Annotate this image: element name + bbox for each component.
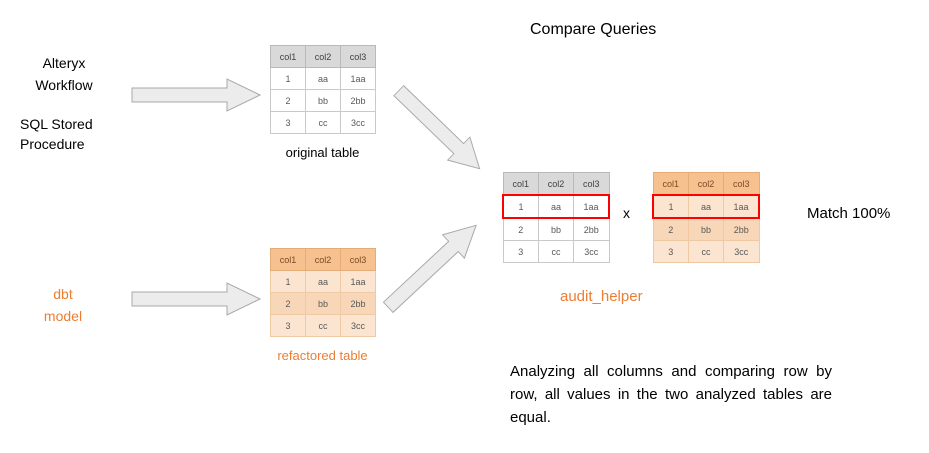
table-cell: 2 xyxy=(270,89,306,112)
source-label-alteryx-workflow: Alteryx Workflow xyxy=(35,55,93,93)
table-cell: 1 xyxy=(652,194,689,219)
table-cell: 3cc xyxy=(723,240,760,263)
table-cell: cc xyxy=(305,111,341,134)
table-cell: aa xyxy=(688,194,724,219)
table-header-cell: col3 xyxy=(340,45,376,68)
table-cell: 1 xyxy=(270,270,306,293)
arrow-diagonal-down-right-icon xyxy=(386,77,494,183)
table-cell: 2bb xyxy=(723,217,760,241)
table-cell: 1aa xyxy=(340,270,376,293)
table-cell: aa xyxy=(305,67,341,90)
match-result-label: Match 100% xyxy=(807,205,891,222)
table-cell: 2bb xyxy=(340,292,376,315)
original-table-label: original table xyxy=(285,145,360,160)
table-cell: 3cc xyxy=(340,314,376,337)
diagram-title: Compare Queries xyxy=(530,21,657,38)
table-cell: 2bb xyxy=(340,89,376,112)
source-label-dbt-model: dbt model xyxy=(43,286,83,324)
table-cell: bb xyxy=(305,89,341,112)
table-cell: aa xyxy=(305,270,341,293)
multiply-label: x xyxy=(623,205,630,221)
table-header-cell: col3 xyxy=(723,172,760,196)
table-cell: 3 xyxy=(652,240,689,263)
table-header-cell: col1 xyxy=(270,45,306,68)
table-cell: 2 xyxy=(270,292,306,315)
table-header-cell: col3 xyxy=(573,172,610,196)
table-cell: 3 xyxy=(270,314,306,337)
table-header-cell: col2 xyxy=(688,172,724,196)
table-cell: cc xyxy=(305,314,341,337)
table-header-cell: col1 xyxy=(270,248,306,271)
table-cell: 1 xyxy=(270,67,306,90)
table-header-cell: col1 xyxy=(652,172,689,196)
table-header-cell: col2 xyxy=(305,45,341,68)
arrow-right-icon xyxy=(131,77,262,113)
table-cell: 3cc xyxy=(573,240,610,263)
table-cell: bb xyxy=(538,217,574,241)
table-cell: bb xyxy=(305,292,341,315)
table-header-cell: col3 xyxy=(340,248,376,271)
table-cell: 3cc xyxy=(340,111,376,134)
table-cell: cc xyxy=(688,240,724,263)
arrow-diagonal-up-right-icon xyxy=(375,211,490,321)
table-cell: 1aa xyxy=(723,194,760,219)
table-header-cell: col2 xyxy=(305,248,341,271)
source-label-sql-stored-procedure: SQL Stored Procedure xyxy=(20,116,93,152)
table-cell: 1aa xyxy=(340,67,376,90)
refactored-table-label: refactored table xyxy=(277,348,368,363)
arrow-right-icon xyxy=(131,281,262,317)
table-cell: 2bb xyxy=(573,217,610,241)
table-cell: 2 xyxy=(502,217,539,241)
table-header-cell: col2 xyxy=(538,172,574,196)
table-cell: 3 xyxy=(270,111,306,134)
table-cell: 3 xyxy=(502,240,539,263)
result-caption: Analyzing all columns and comparing row … xyxy=(510,363,832,426)
audit-helper-label: audit_helper xyxy=(560,288,643,305)
table-cell: cc xyxy=(538,240,574,263)
table-cell: aa xyxy=(538,194,574,219)
table-cell: 2 xyxy=(652,217,689,241)
table-cell: 1aa xyxy=(573,194,610,219)
table-header-cell: col1 xyxy=(502,172,539,196)
table-cell: 1 xyxy=(502,194,539,219)
table-cell: bb xyxy=(688,217,724,241)
